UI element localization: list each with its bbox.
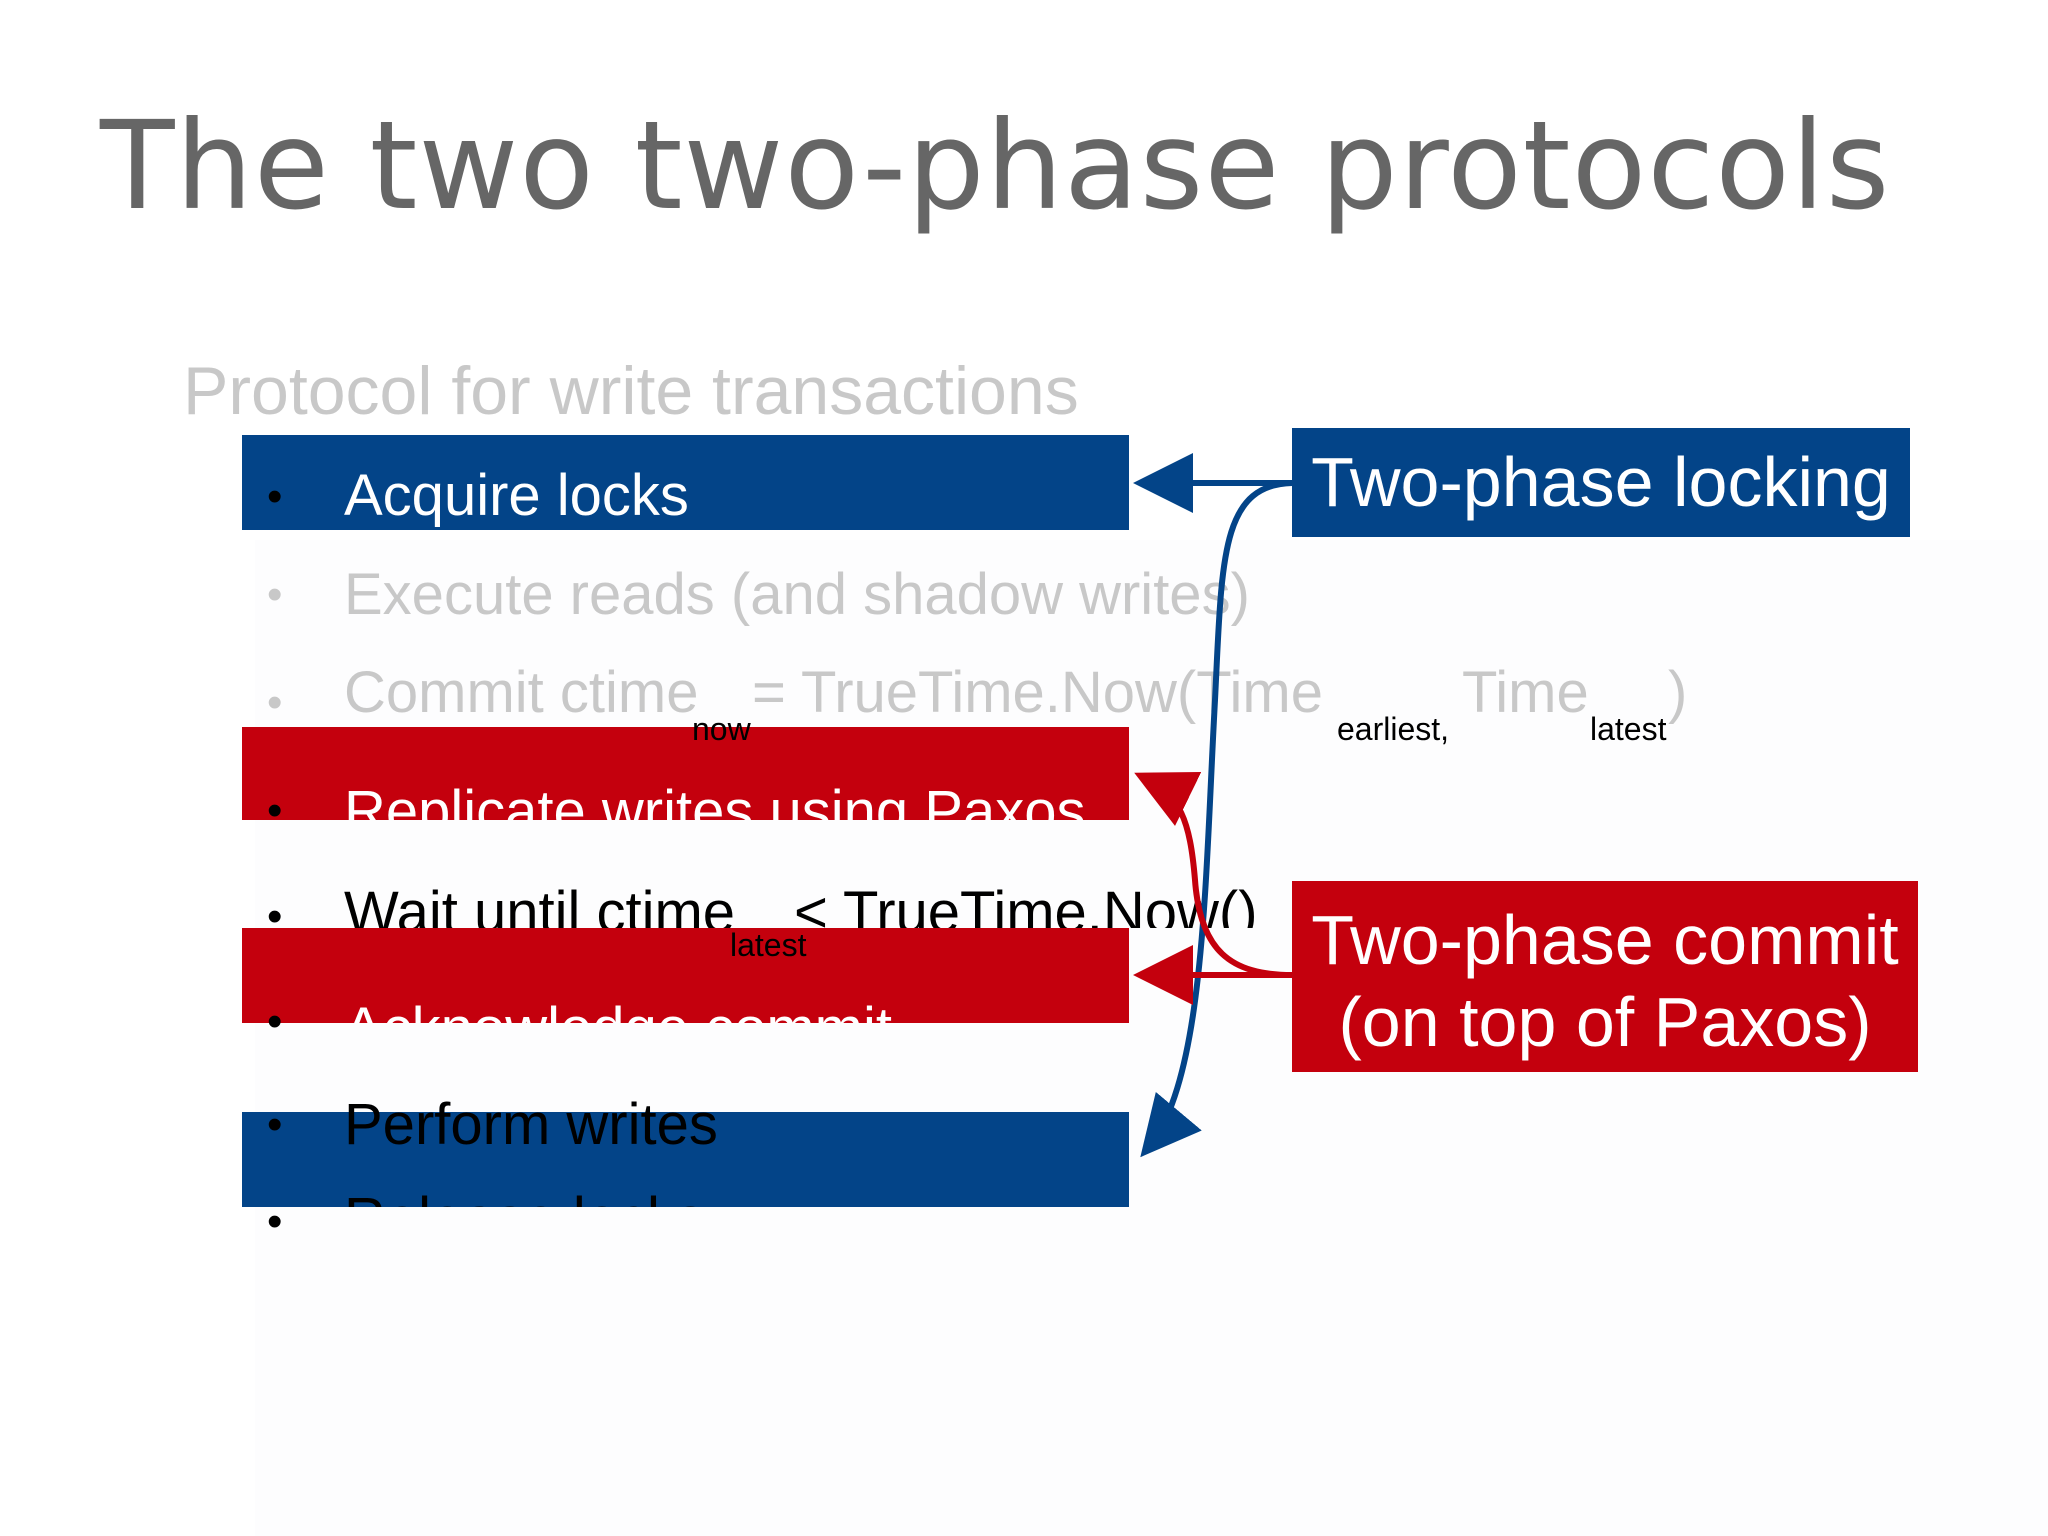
step-release-locks: Release locks	[344, 1190, 705, 1208]
bullet-acquire-locks: •	[267, 472, 283, 521]
two-phase-locking-callout: Two-phase locking	[1292, 428, 1910, 537]
bullet-release-locks: •	[267, 1197, 283, 1246]
subscript-earliest: earliest,	[1337, 711, 1450, 747]
step-perform-writes: Perform writes	[344, 1092, 718, 1157]
step-commit-truetime: = TrueTime.Now(Time	[752, 660, 1323, 725]
bullet-wait-until: •	[267, 892, 283, 941]
two-phase-commit-sublabel: (on top of Paxos)	[1338, 983, 1872, 1061]
acknowledge-clip: Acknowledge commit	[344, 928, 1129, 1024]
commit-bar	[242, 928, 1129, 1023]
two-phase-commit-label: Two-phase commit	[1311, 901, 1899, 979]
bullet-execute-reads: •	[267, 570, 283, 619]
wait-clip: Wait until ctime < TrueTime.Now()	[344, 870, 1294, 929]
bullet-perform-writes: •	[267, 1100, 283, 1149]
step-commit-ctime: Commit ctime	[344, 660, 699, 725]
step-acknowledge-commit: Acknowledge commit	[344, 1000, 892, 1024]
slide-title: The two two-phase protocols	[100, 95, 1891, 237]
step-commit-close: )	[1668, 660, 1688, 725]
step-acquire-locks: Acquire locks	[344, 463, 689, 528]
subscript-latest: latest	[1590, 711, 1667, 747]
locks-bar-top	[242, 435, 1129, 530]
replicate-clip: Replicate writes using Paxos	[344, 727, 1129, 821]
two-phase-commit-callout: Two-phase commit (on top of Paxos)	[1292, 881, 1918, 1072]
step-wait-until: Wait until ctime	[344, 880, 736, 929]
bullet-commit-ctime: •	[267, 678, 283, 727]
slide-subtitle: Protocol for write transactions	[183, 353, 1079, 429]
bullet-acknowledge-commit: •	[267, 997, 283, 1046]
step-wait-truetime: < TrueTime.Now()	[794, 880, 1258, 929]
locks-bar-bottom	[242, 1112, 1129, 1207]
two-phase-locking-label: Two-phase locking	[1311, 443, 1891, 521]
release-clip: Release locks	[344, 1178, 1129, 1208]
subscript-now: now	[692, 711, 751, 747]
paxos-bar	[242, 727, 1129, 820]
step-execute-reads: Execute reads (and shadow writes)	[344, 562, 1250, 627]
commit-arrow-paxos	[1134, 772, 1293, 978]
locking-arrow-bottom	[1140, 480, 1293, 1158]
subscript-wait-latest: latest	[730, 927, 807, 963]
bullet-replicate-writes: •	[267, 786, 283, 835]
step-replicate-writes: Replicate writes using Paxos	[344, 779, 1086, 821]
step-commit-time-latest: Time	[1462, 660, 1589, 725]
